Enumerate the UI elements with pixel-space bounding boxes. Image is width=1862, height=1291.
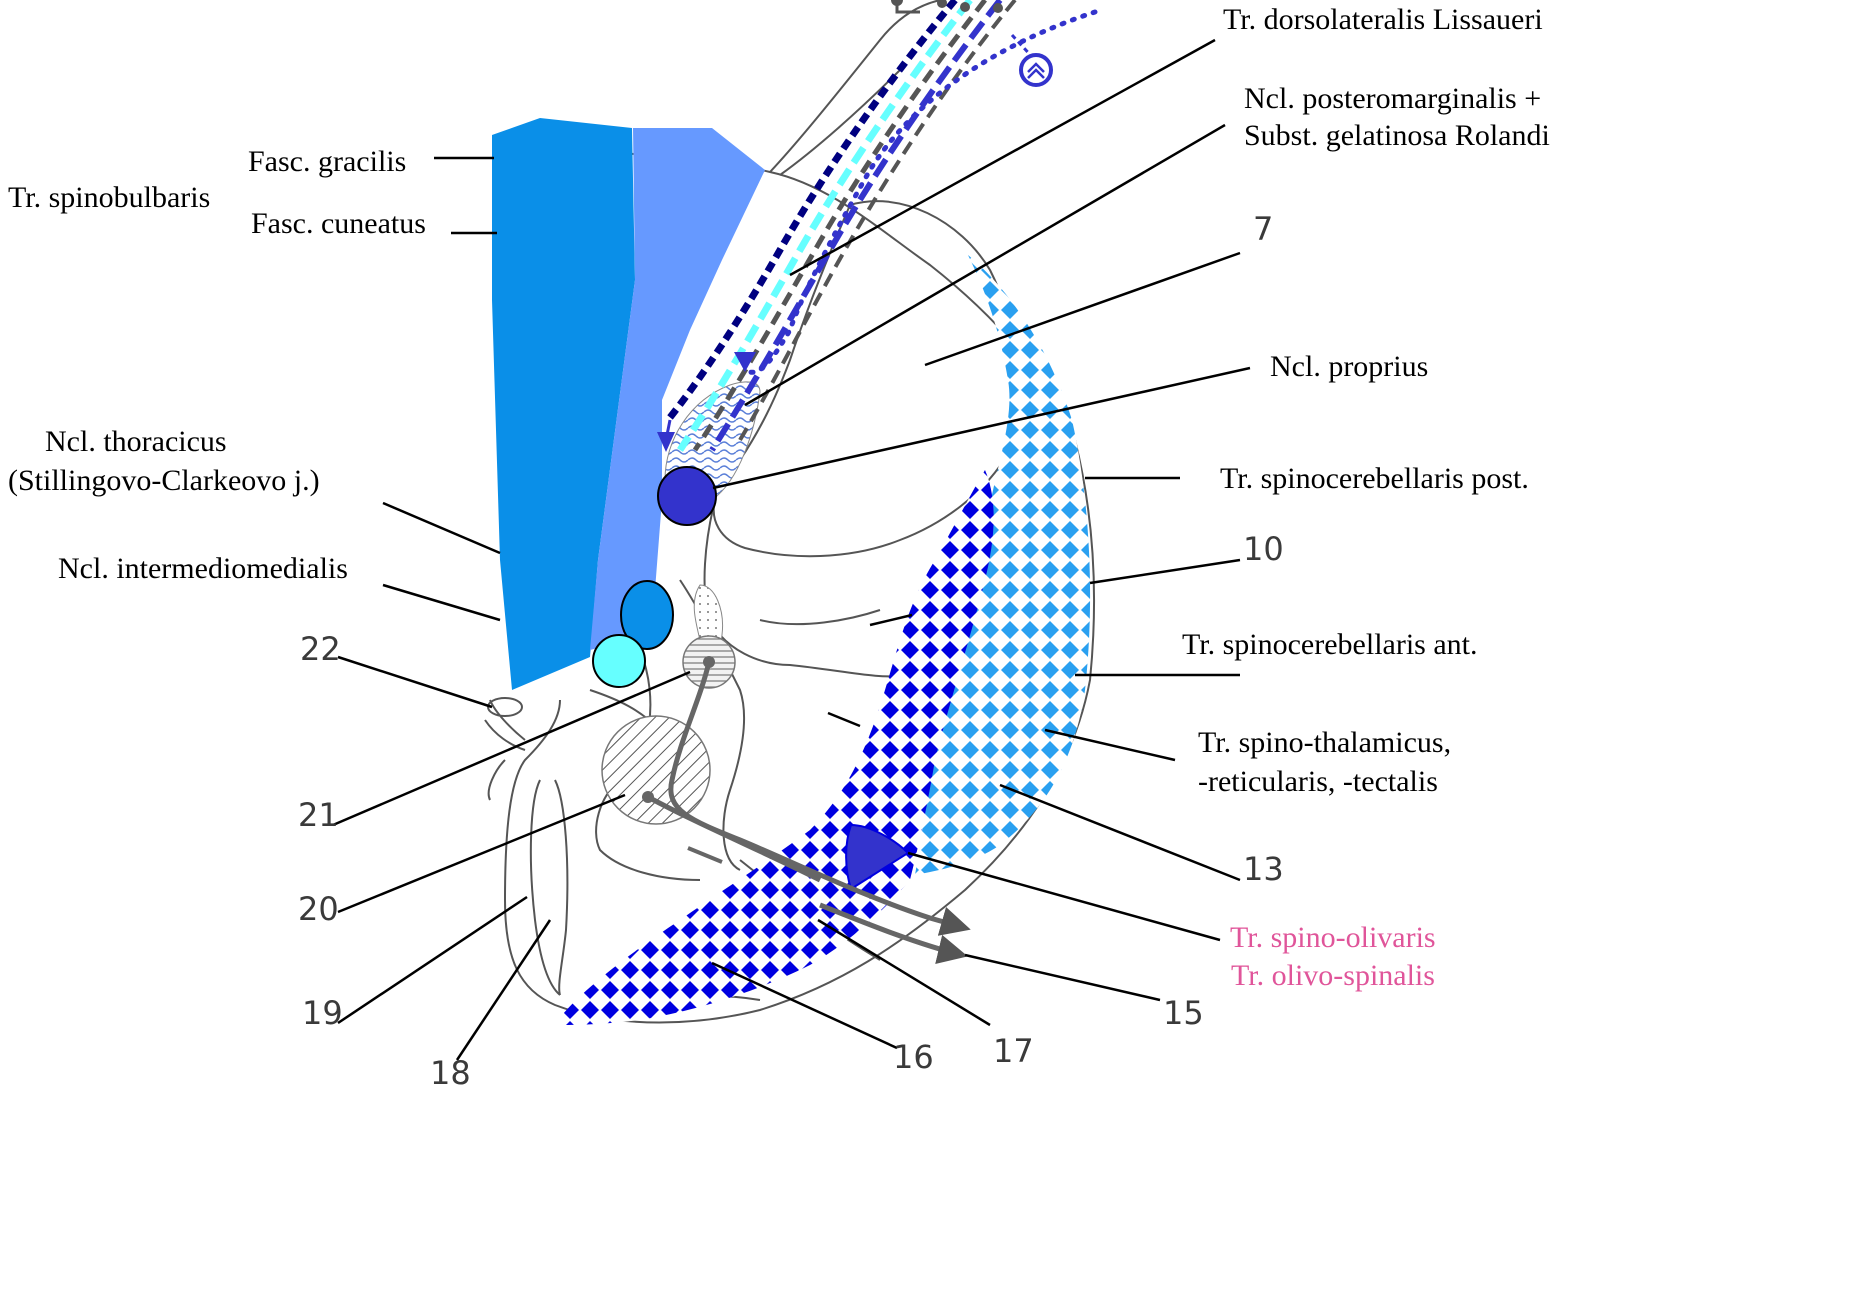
ncl-thoracicus-circle (658, 467, 716, 525)
label-tr-spinothalamicus-1: Tr. spino-thalamicus, (1198, 726, 1451, 759)
label-tr-spinobulbaris: Tr. spinobulbaris (8, 181, 210, 214)
number-13: 13 (1243, 850, 1284, 888)
label-tr-spinothalamicus-2: -reticularis, -tectalis (1198, 765, 1438, 798)
number-21: 21 (298, 796, 339, 834)
number-16: 16 (893, 1038, 934, 1076)
number-18: 18 (430, 1054, 471, 1092)
cyan-nucleus-circle (593, 635, 645, 687)
nucleus-20-circle (602, 716, 710, 824)
number-10: 10 (1243, 530, 1284, 568)
label-subst-gelatinosa: Subst. gelatinosa Rolandi (1244, 119, 1550, 152)
number-7: 7 (1253, 210, 1273, 248)
label-tr-spinocerebellaris-ant: Tr. spinocerebellaris ant. (1182, 628, 1478, 661)
label-tr-dorsolateralis: Tr. dorsolateralis Lissaueri (1223, 3, 1543, 36)
label-fasc-gracilis: Fasc. gracilis (248, 145, 406, 178)
label-ncl-thoracicus: Ncl. thoracicus (45, 425, 227, 458)
label-tr-spinocerebellaris-post: Tr. spinocerebellaris post. (1220, 462, 1529, 495)
number-19: 19 (302, 994, 343, 1032)
label-ncl-intermediomedialis: Ncl. intermediomedialis (58, 552, 348, 585)
label-ncl-posteromarginalis: Ncl. posteromarginalis + (1244, 82, 1541, 115)
label-stilling-clarke: (Stillingovo-Clarkeovo j.) (8, 464, 320, 497)
label-tr-olivo-spinalis: Tr. olivo-spinalis (1231, 959, 1435, 992)
number-15: 15 (1163, 994, 1204, 1032)
number-22: 22 (300, 630, 341, 668)
number-17: 17 (993, 1032, 1034, 1070)
number-20: 20 (298, 890, 339, 928)
label-ncl-proprius: Ncl. proprius (1270, 350, 1428, 383)
label-tr-spino-olivaris: Tr. spino-olivaris (1230, 921, 1436, 954)
label-fasc-cuneatus: Fasc. cuneatus (251, 207, 426, 240)
